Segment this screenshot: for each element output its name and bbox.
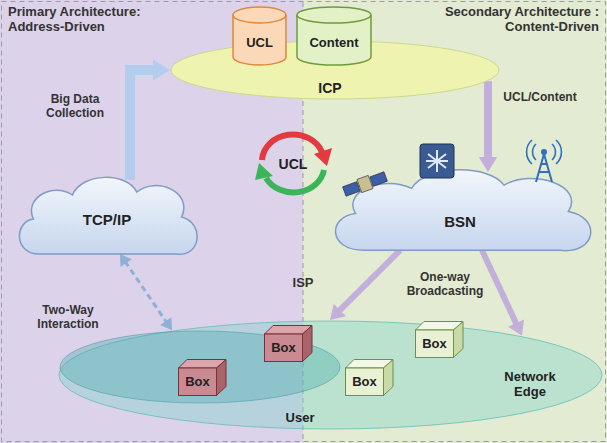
arrowhead bbox=[508, 320, 524, 336]
edge-label: One-way Broadcasting bbox=[395, 271, 495, 299]
rect-shape bbox=[357, 175, 373, 192]
architecture-heading: Secondary Architecture : Content-Driven bbox=[399, 5, 599, 35]
node-label: User bbox=[286, 411, 315, 426]
path-shape bbox=[527, 140, 562, 164]
rect-shape bbox=[370, 172, 388, 187]
arrowhead bbox=[479, 157, 498, 172]
box-label: Box bbox=[422, 337, 447, 352]
cycle-arrow-green bbox=[266, 170, 324, 192]
node-label: UCL bbox=[246, 36, 273, 51]
content-database: Content bbox=[296, 6, 372, 66]
node-label: BSN bbox=[444, 213, 476, 230]
isp-label: ISP bbox=[293, 276, 314, 291]
user-box: Box bbox=[415, 330, 454, 358]
bsn-cloud: BSN bbox=[322, 160, 602, 265]
node-outline bbox=[322, 160, 602, 265]
connector-line bbox=[130, 70, 156, 180]
connector-arrow bbox=[130, 59, 170, 180]
ucl-cycle: UCL bbox=[248, 124, 338, 204]
node-label: Content bbox=[309, 36, 358, 51]
edge-label: Two-Way Interaction bbox=[27, 304, 109, 332]
path-shape bbox=[426, 150, 448, 172]
box-label: Box bbox=[185, 375, 210, 390]
cycle-arrowhead-red bbox=[314, 148, 332, 166]
connector-arrow bbox=[120, 254, 172, 330]
cylinder-top bbox=[233, 7, 286, 23]
cylinder-top bbox=[297, 7, 371, 23]
svg-shape bbox=[19, 177, 197, 254]
tcpip-cloud: TCP/IP bbox=[10, 168, 205, 268]
polygon-shape bbox=[384, 360, 394, 396]
arrowhead bbox=[153, 59, 170, 80]
rect-shape bbox=[346, 368, 384, 396]
polygon-shape bbox=[454, 322, 464, 358]
connector-line bbox=[482, 250, 517, 325]
network-edge-fill bbox=[59, 321, 602, 429]
connector-arrow bbox=[479, 81, 498, 172]
arrowhead bbox=[160, 317, 172, 330]
rect-shape bbox=[416, 330, 454, 358]
rect-shape bbox=[179, 368, 217, 396]
cloud-outline bbox=[19, 177, 197, 254]
box-label: Box bbox=[352, 375, 377, 390]
ucl-database: UCL bbox=[232, 6, 287, 66]
polygon-shape bbox=[217, 360, 227, 396]
node-label: Network Edge bbox=[495, 370, 565, 400]
connector-line bbox=[338, 250, 400, 312]
connector-arrow bbox=[330, 250, 400, 320]
satellite-icon bbox=[342, 170, 388, 198]
rect-shape bbox=[343, 182, 361, 197]
router-icon bbox=[420, 144, 454, 178]
edge-label: UCL/Content bbox=[503, 91, 576, 105]
node-label: UCL bbox=[279, 156, 308, 172]
box-label: Box bbox=[271, 341, 296, 356]
polygon-shape bbox=[303, 326, 313, 362]
user-box: Box bbox=[178, 368, 217, 396]
line-shape bbox=[358, 186, 360, 187]
icp-ellipse: ICPUCLContent bbox=[170, 40, 500, 100]
rect-shape bbox=[420, 144, 454, 178]
edge-label: Big Data Collection bbox=[38, 93, 112, 121]
connector-line bbox=[484, 81, 492, 160]
network-edge-ellipse: UserNetwork EdgeBoxBoxBoxBox bbox=[58, 320, 603, 430]
cycle-arrowhead-green bbox=[255, 163, 273, 180]
architecture-heading: Primary Architecture: Address-Driven bbox=[8, 5, 188, 35]
user-ellipse bbox=[60, 331, 340, 403]
arrowhead bbox=[120, 254, 132, 267]
circle-shape bbox=[541, 149, 547, 155]
node-label: TCP/IP bbox=[83, 211, 131, 228]
connector-arrow bbox=[482, 250, 524, 336]
user-box: Box bbox=[345, 368, 384, 396]
arrowhead bbox=[330, 304, 346, 320]
svg-shape bbox=[336, 170, 591, 251]
connector-line bbox=[125, 261, 167, 323]
rect-shape bbox=[265, 334, 303, 362]
user-box: Box bbox=[264, 334, 303, 362]
cloud-outline bbox=[336, 170, 591, 251]
antenna-icon bbox=[527, 140, 562, 182]
path-shape bbox=[536, 154, 552, 182]
node-label: ICP bbox=[318, 80, 341, 96]
